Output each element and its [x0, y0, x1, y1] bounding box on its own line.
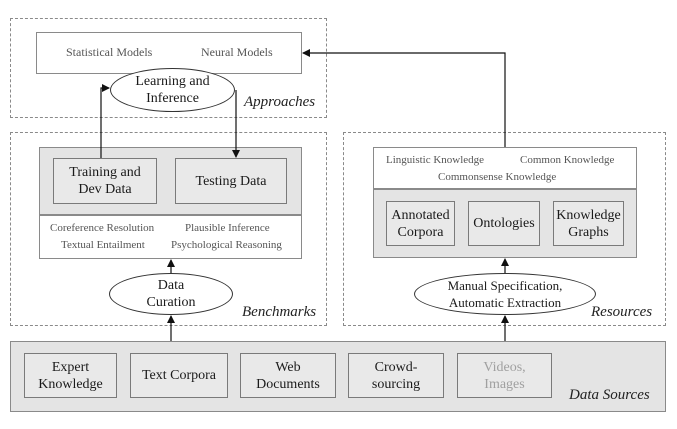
benchmarks-panel: [10, 132, 327, 326]
statistical-models-label: Statistical Models: [66, 45, 153, 59]
ontologies-box: Ontologies: [468, 201, 540, 246]
neural-models-label: Neural Models: [201, 45, 273, 59]
testing-data-box: Testing Data: [175, 158, 287, 204]
text-corpora-box: Text Corpora: [130, 353, 228, 398]
data-sources-label: Data Sources: [569, 387, 650, 403]
resources-to-approaches-arrow: [302, 49, 506, 147]
benchmarks-label: Benchmarks: [242, 304, 317, 320]
common-knowledge-label: Common Knowledge: [520, 154, 615, 166]
psychological-reasoning-label: Psychological Reasoning: [171, 239, 282, 251]
data-sources-panel: [10, 341, 666, 412]
crowdsourcing-box: Crowd-sourcing: [348, 353, 444, 398]
models-box: [36, 32, 302, 74]
benchmark-tasks-box: [39, 215, 302, 259]
coreference-resolution-label: Coreference Resolution: [50, 222, 155, 234]
videos-images-box: Videos,Images: [457, 353, 552, 398]
commonsense-knowledge-label: Commonsense Knowledge: [438, 171, 557, 183]
linguistic-knowledge-label: Linguistic Knowledge: [386, 154, 485, 166]
training-to-learning-arrow: [100, 84, 110, 158]
knowledge-types-box: [373, 147, 637, 189]
textual-entailment-label: Textual Entailment: [61, 239, 145, 251]
approaches-panel: [10, 18, 327, 118]
resources-label: Resources: [591, 304, 653, 320]
approaches-label: Approaches: [244, 94, 316, 110]
plausible-inference-label: Plausible Inference: [185, 222, 270, 234]
manual-automatic-extraction-ellipse: Manual Specification,Automatic Extractio…: [414, 273, 596, 315]
